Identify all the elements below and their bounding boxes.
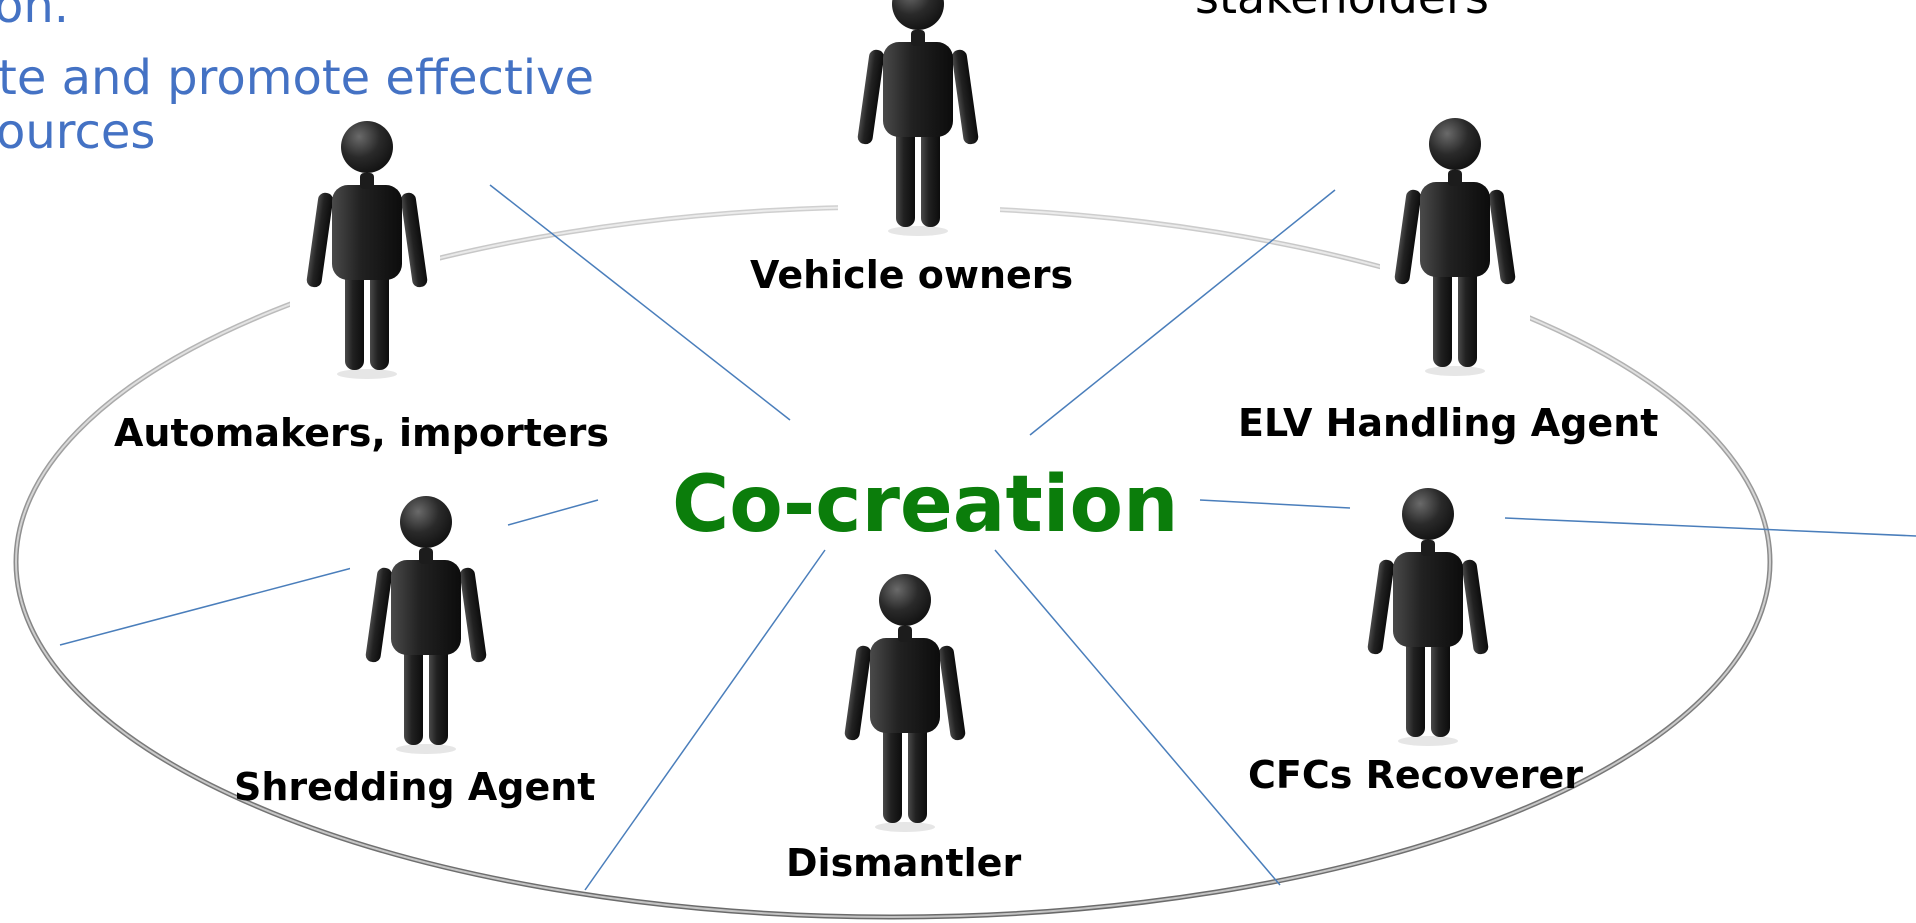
center-label: Co-creation (672, 460, 1179, 550)
label-dismantler: Dismantler (786, 841, 1022, 885)
stakeholders-heading: stakeholders (1195, 0, 1489, 20)
label-cfcs-recoverer: CFCs Recoverer (1248, 753, 1584, 797)
label-automakers-importers: Automakers, importers (114, 411, 609, 455)
person-figure-icon (1353, 488, 1503, 746)
person-figure-icon (290, 121, 440, 379)
label-elv-handling-agent: ELV Handling Agent (1238, 401, 1659, 445)
person-figure-icon (838, 0, 1000, 236)
person-figure-icon (1380, 118, 1530, 376)
header-line-3: ources (0, 104, 156, 160)
person-figure-icon (350, 496, 498, 754)
header-line-1: on. (0, 0, 70, 34)
label-vehicle-owners: Vehicle owners (750, 253, 1074, 297)
person-figure-icon (830, 574, 978, 832)
header-line-2: te and promote effective (0, 50, 595, 106)
connector-lines (59, 184, 1916, 891)
label-shredding-agent: Shredding Agent (234, 765, 596, 809)
